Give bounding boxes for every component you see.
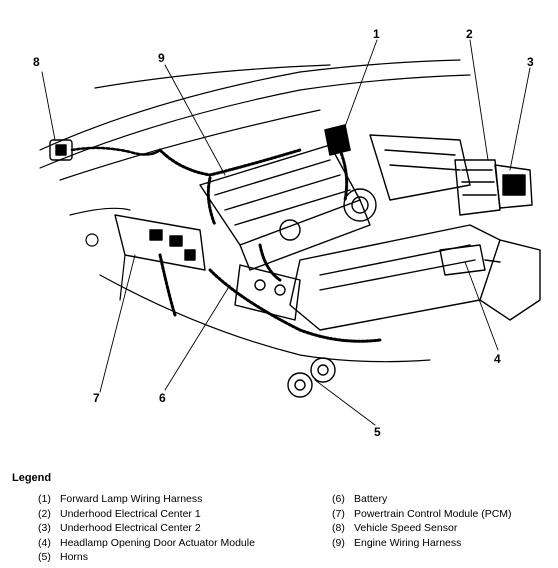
callout-4: 4 xyxy=(494,352,501,366)
legend-item-label: Headlamp Opening Door Actuator Module xyxy=(60,536,255,549)
legend-item: (6) Battery xyxy=(332,492,512,507)
left-fender xyxy=(69,207,431,363)
legend-item-label: Underhood Electrical Center 2 xyxy=(60,522,201,534)
callout-1: 1 xyxy=(373,27,380,41)
legend-item: (3) Underhood Electrical Center 2 xyxy=(38,521,255,536)
legend-item-label: Engine Wiring Harness xyxy=(354,536,462,549)
legend-item-label: Vehicle Speed Sensor xyxy=(354,522,458,534)
engine-compartment-diagram: 1 2 3 4 5 6 7 8 9 xyxy=(33,27,541,439)
legend-item-number: (2) xyxy=(38,507,51,520)
legend-item-number: (3) xyxy=(38,522,51,534)
legend-item-label: Battery xyxy=(354,493,388,505)
legend-item-number: (1) xyxy=(38,493,51,505)
cowl-outline xyxy=(39,59,471,181)
body-harness xyxy=(158,243,382,343)
legend-title: Legend xyxy=(12,472,52,484)
legend-item: (4) Headlamp Opening Door Actuator Module xyxy=(38,536,255,551)
legend-column-right: (6) Battery (7) Powertrain Control Module … xyxy=(332,492,512,550)
legend-item-number: (7) xyxy=(332,507,345,520)
legend-item: (8) Vehicle Speed Sensor xyxy=(332,521,512,536)
engine-block-right xyxy=(369,134,471,201)
legend-item-label: Horns xyxy=(60,551,89,563)
legend-item-number: (4) xyxy=(38,536,51,549)
legend-column-left: (1) Forward Lamp Wiring Harness (2) Underh… xyxy=(38,492,255,565)
callout-8: 8 xyxy=(33,55,40,69)
callout-9: 9 xyxy=(158,51,165,65)
callout-2: 2 xyxy=(466,27,473,41)
underhood-electrical-center-1 xyxy=(454,159,501,216)
callout-3: 3 xyxy=(527,55,534,69)
horns xyxy=(287,357,336,398)
legend-item-number: (5) xyxy=(38,551,51,563)
legend-item-label: Underhood Electrical Center 1 xyxy=(60,507,201,520)
callout-5: 5 xyxy=(374,425,381,439)
legend: Legend (1) Forward Lamp Wiring Harness (2… xyxy=(0,472,558,568)
callout-6: 6 xyxy=(159,391,166,405)
legend-item: (9) Engine Wiring Harness xyxy=(332,536,512,551)
powertrain-control-module xyxy=(114,214,206,301)
legend-item-number: (9) xyxy=(332,536,345,549)
legend-item-number: (6) xyxy=(332,493,345,505)
engine-intake-manifold xyxy=(199,144,377,271)
legend-item-label: Forward Lamp Wiring Harness xyxy=(60,493,203,505)
callout-7: 7 xyxy=(93,391,100,405)
legend-item-number: (8) xyxy=(332,522,345,534)
forward-lamp-wiring-harness xyxy=(324,124,351,202)
legend-item: (5) Horns xyxy=(38,550,255,565)
legend-item: (1) Forward Lamp Wiring Harness xyxy=(38,492,255,507)
legend-item: (7) Powertrain Control Module (PCM) xyxy=(332,507,512,522)
underhood-electrical-center-2 xyxy=(494,164,533,209)
legend-item-label: Powertrain Control Module (PCM) xyxy=(354,507,512,520)
headlamp-door-actuator-module xyxy=(439,244,501,276)
vehicle-speed-sensor xyxy=(49,139,162,161)
legend-item: (2) Underhood Electrical Center 1 xyxy=(38,507,255,522)
leader-lines xyxy=(41,39,531,426)
